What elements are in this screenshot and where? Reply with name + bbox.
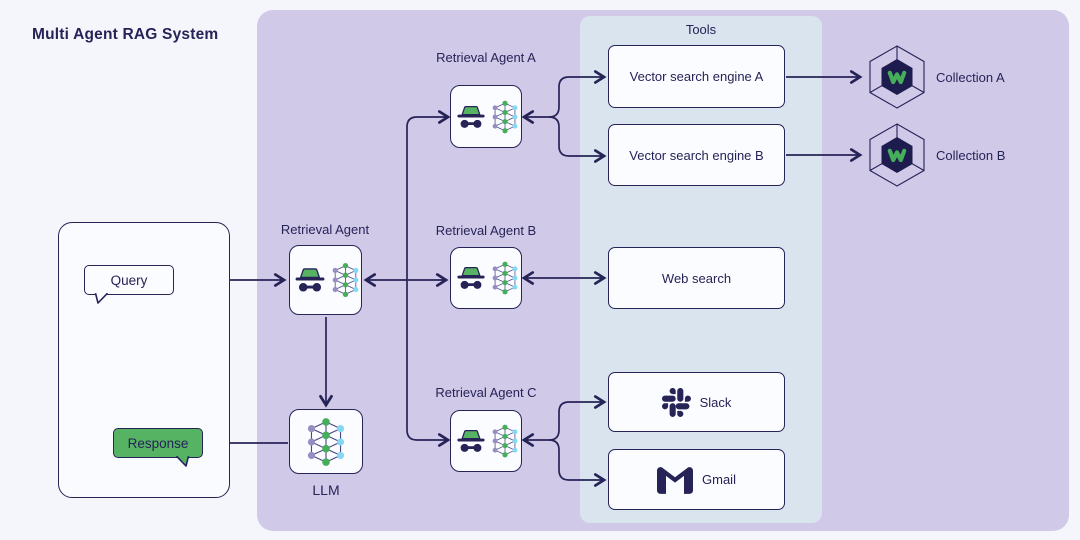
response-bubble-tail <box>175 455 190 467</box>
neural-network-icon <box>307 417 345 466</box>
response-label: Response <box>127 435 189 451</box>
incognito-agent-icon <box>456 429 485 453</box>
llm-box <box>289 409 363 474</box>
incognito-agent-icon <box>456 266 485 290</box>
query-label: Query <box>110 272 148 288</box>
neural-network-icon <box>491 424 518 458</box>
collection-b-label: Collection B <box>936 148 1006 163</box>
query-bubble: Query <box>84 265 174 304</box>
collection-a-label: Collection A <box>936 70 1005 85</box>
tool-label: Web search <box>661 270 732 286</box>
llm-label: LLM <box>312 482 340 498</box>
gmail-icon <box>657 466 694 494</box>
tool-slack: Slack <box>608 372 785 432</box>
agent-c-box <box>450 410 522 472</box>
tool-vector-search-b: Vector search engine B <box>608 124 785 186</box>
slack-icon <box>661 387 691 417</box>
tool-label: Slack <box>699 394 732 410</box>
tool-label: Vector search engine A <box>629 69 764 84</box>
tool-label: Vector search engine B <box>629 147 764 163</box>
agent-a-label: Retrieval Agent A <box>436 50 536 65</box>
page-title: Multi Agent RAG System <box>32 26 219 43</box>
incognito-agent-icon <box>456 105 485 129</box>
orchestrator-label: Retrieval Agent <box>280 222 370 237</box>
query-bubble-tail <box>94 292 109 304</box>
agent-b-label: Retrieval Agent B <box>435 223 537 238</box>
tool-gmail: Gmail <box>608 449 785 510</box>
qdrant-hexagon-icon <box>866 44 928 110</box>
orchestrator-agent-box <box>289 245 362 315</box>
tool-vector-search-a: Vector search engine A <box>608 45 785 108</box>
agent-c-label: Retrieval Agent C <box>435 385 537 400</box>
neural-network-icon <box>331 262 359 298</box>
response-bubble: Response <box>113 428 203 467</box>
agent-b-box <box>450 247 522 309</box>
tool-web-search: Web search <box>608 247 785 309</box>
qdrant-hexagon-icon <box>866 122 928 188</box>
neural-network-icon <box>491 261 518 295</box>
tools-panel-title: Tools <box>685 22 717 37</box>
neural-network-icon <box>491 99 518 134</box>
agent-a-box <box>450 85 522 148</box>
incognito-agent-icon <box>294 268 325 293</box>
tool-label: Gmail <box>702 472 736 487</box>
